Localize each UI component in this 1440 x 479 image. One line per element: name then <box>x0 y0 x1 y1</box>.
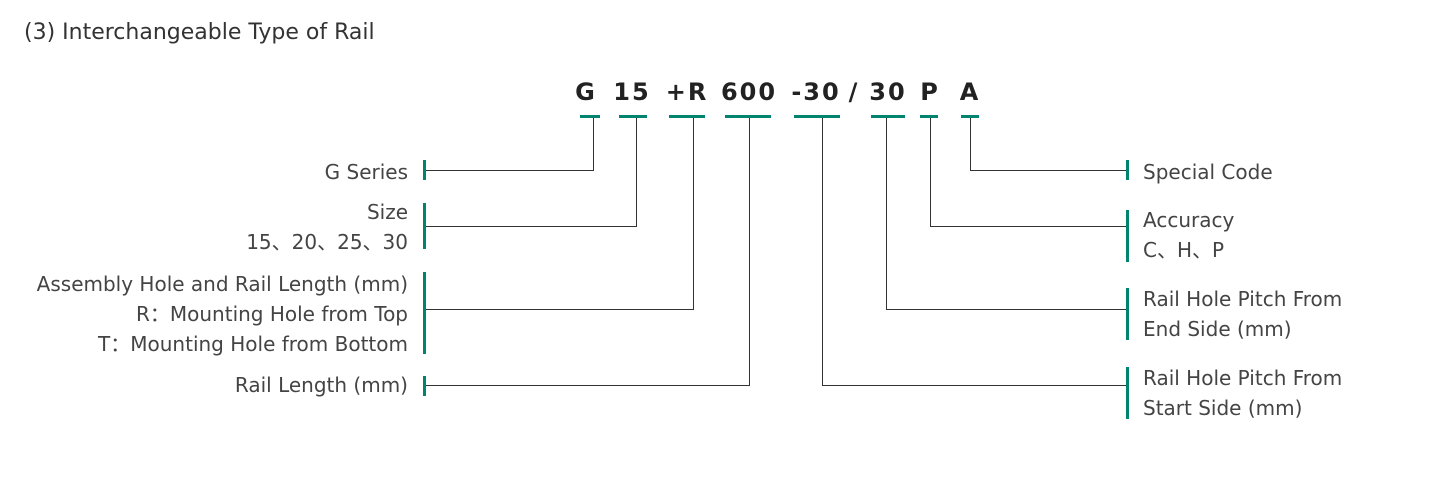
underline-size <box>619 115 647 118</box>
connector-accuracy-vertical <box>930 118 931 226</box>
label-accuracy-line-2: C、H、P <box>1143 238 1225 262</box>
bar-end-pitch <box>1126 288 1129 340</box>
connector-end-pitch-horizontal <box>886 309 1126 310</box>
connector-end-pitch-vertical <box>886 118 887 309</box>
connector-size-horizontal <box>426 226 637 227</box>
code-segment-size: 15 <box>613 78 651 106</box>
label-start-pitch: Rail Hole Pitch From Start Side (mm) <box>1143 363 1342 423</box>
bar-start-pitch <box>1126 367 1129 419</box>
bar-special <box>1126 160 1129 180</box>
label-rail-length: Rail Length (mm) <box>235 370 408 400</box>
label-special: Special Code <box>1143 157 1273 187</box>
connector-special-horizontal <box>970 170 1126 171</box>
bar-hole-type <box>423 272 426 354</box>
underline-rail-length <box>725 115 771 118</box>
code-segment-start-pitch: -30 <box>791 78 841 106</box>
connector-start-pitch-horizontal <box>822 385 1126 386</box>
underline-start-pitch <box>794 115 840 118</box>
bar-accuracy <box>1126 210 1129 262</box>
label-rail-length-line-1: Rail Length (mm) <box>234 373 408 397</box>
label-start-pitch-line-2: Start Side (mm) <box>1143 396 1303 420</box>
label-accuracy-line-1: Accuracy <box>1143 208 1235 232</box>
bar-size <box>423 203 426 249</box>
underline-special <box>961 115 979 118</box>
diagram-title: (3) Interchangeable Type of Rail <box>24 20 375 45</box>
connector-series-vertical <box>593 118 594 170</box>
code-segment-special: A <box>959 78 981 106</box>
connector-hole-type-vertical <box>693 118 694 309</box>
connector-size-vertical <box>636 118 637 226</box>
label-start-pitch-line-1: Rail Hole Pitch From <box>1143 366 1343 390</box>
label-end-pitch: Rail Hole Pitch From End Side (mm) <box>1143 284 1342 344</box>
code-segment-rail-length: 600 <box>720 78 778 106</box>
label-series-line-1: G Series <box>324 160 408 184</box>
underline-accuracy <box>920 115 938 118</box>
bar-rail-length <box>423 376 426 396</box>
code-segment-slash: / <box>848 78 860 106</box>
underline-hole-type <box>669 115 705 118</box>
connector-series-horizontal <box>426 170 594 171</box>
label-hole-type-line-1: Assembly Hole and Rail Length (mm) <box>36 272 408 296</box>
label-size: Size 15、20、25、30 <box>246 197 408 257</box>
label-size-line-2: 15、20、25、30 <box>246 230 408 254</box>
connector-rail-length-horizontal <box>426 385 750 386</box>
code-segment-accuracy: P <box>920 78 940 106</box>
underline-end-pitch <box>871 115 905 118</box>
label-hole-type-line-2: R：Mounting Hole from Top <box>135 302 408 326</box>
code-segment-hole-type: +R <box>665 78 709 106</box>
connector-hole-type-horizontal <box>426 309 694 310</box>
code-segment-end-pitch: 30 <box>869 78 907 106</box>
label-special-line-1: Special Code <box>1143 160 1273 184</box>
underline-series <box>580 115 600 118</box>
connector-special-vertical <box>970 118 971 170</box>
connector-rail-length-vertical <box>749 118 750 385</box>
label-series: G Series <box>325 157 408 187</box>
label-accuracy: Accuracy C、H、P <box>1143 205 1234 265</box>
label-size-line-1: Size <box>366 200 408 224</box>
label-end-pitch-line-2: End Side (mm) <box>1143 317 1292 341</box>
label-hole-type-line-3: T：Mounting Hole from Bottom <box>98 332 408 356</box>
connector-accuracy-horizontal <box>930 226 1126 227</box>
label-end-pitch-line-1: Rail Hole Pitch From <box>1143 287 1343 311</box>
label-hole-type: Assembly Hole and Rail Length (mm) R：Mou… <box>37 269 408 359</box>
code-segment-series: G <box>575 78 597 106</box>
connector-start-pitch-vertical <box>822 118 823 385</box>
bar-series <box>423 160 426 180</box>
